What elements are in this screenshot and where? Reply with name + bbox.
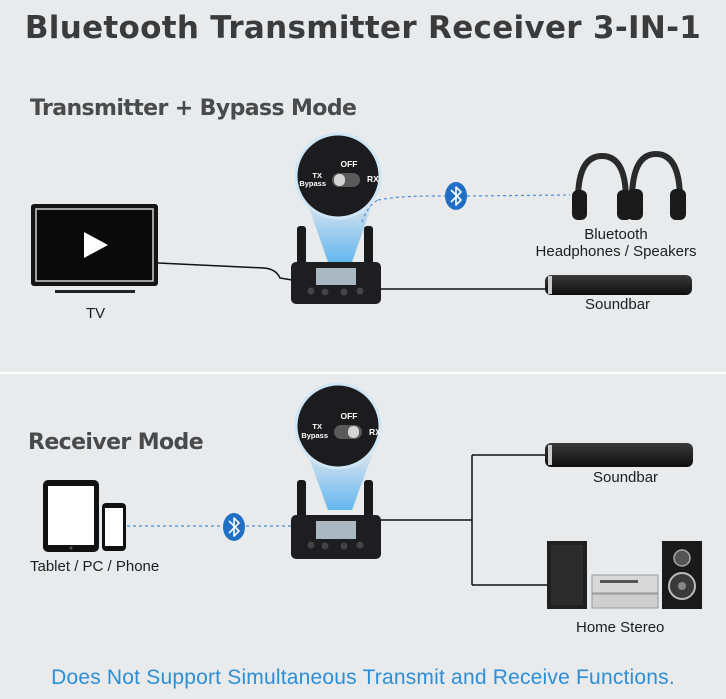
lcd-screen xyxy=(316,268,356,285)
bt-link-dashed xyxy=(466,194,571,197)
headphones-icon xyxy=(572,150,686,220)
bluetooth-icon xyxy=(445,182,467,210)
switch-rx-label: RX xyxy=(369,427,381,437)
switch-off-label: OFF xyxy=(341,411,358,421)
soundbar-device xyxy=(545,275,692,295)
home-stereo-device xyxy=(547,541,702,609)
switch-off-label: OFF xyxy=(341,159,358,169)
transmitter-device xyxy=(291,226,381,304)
switch-bypass-label: Bypass xyxy=(299,179,326,188)
zoom-beam xyxy=(308,455,372,510)
section-divider xyxy=(0,372,726,374)
play-icon xyxy=(84,232,108,258)
zoom-switch-circle: OFF TX Bypass RX xyxy=(294,382,382,470)
output-cables xyxy=(381,454,548,586)
switch-bypass-label: Bypass xyxy=(301,431,328,440)
section-heading-transmitter: Transmitter + Bypass Mode xyxy=(30,96,357,121)
zoom-switch-circle: OFF TX Bypass RX xyxy=(294,132,382,220)
receiver-device xyxy=(291,480,381,559)
headphones-label-line1: Bluetooth xyxy=(584,226,648,243)
soundbar-label: Soundbar xyxy=(585,296,651,313)
switch-tx-label: TX xyxy=(312,422,322,431)
soundbar-label: Soundbar xyxy=(593,469,659,486)
home-stereo-label: Home Stereo xyxy=(576,619,665,636)
tv-label: TV xyxy=(86,305,106,322)
section-heading-receiver: Receiver Mode xyxy=(28,430,204,455)
tv-cable xyxy=(157,262,293,281)
switch-knob xyxy=(334,174,345,186)
switch-knob xyxy=(348,426,359,438)
footer-notice: Does Not Support Simultaneous Transmit a… xyxy=(51,666,675,689)
bluetooth-icon xyxy=(223,513,245,541)
source-devices-label: Tablet / PC / Phone xyxy=(30,558,160,575)
headphones-label-line2: Headphones / Speakers xyxy=(535,243,697,260)
tv-device xyxy=(31,204,158,293)
phone-device xyxy=(102,503,126,551)
soundbar-device xyxy=(545,443,693,467)
zoom-beam xyxy=(308,205,372,262)
speaker-icon xyxy=(662,541,702,609)
lcd-screen xyxy=(316,521,356,539)
bt-link-dashed xyxy=(377,195,446,201)
tablet-device xyxy=(43,480,99,552)
switch-rx-label: RX xyxy=(367,174,379,184)
page-title: Bluetooth Transmitter Receiver 3-IN-1 xyxy=(24,10,702,46)
switch-tx-label: TX xyxy=(312,171,322,180)
